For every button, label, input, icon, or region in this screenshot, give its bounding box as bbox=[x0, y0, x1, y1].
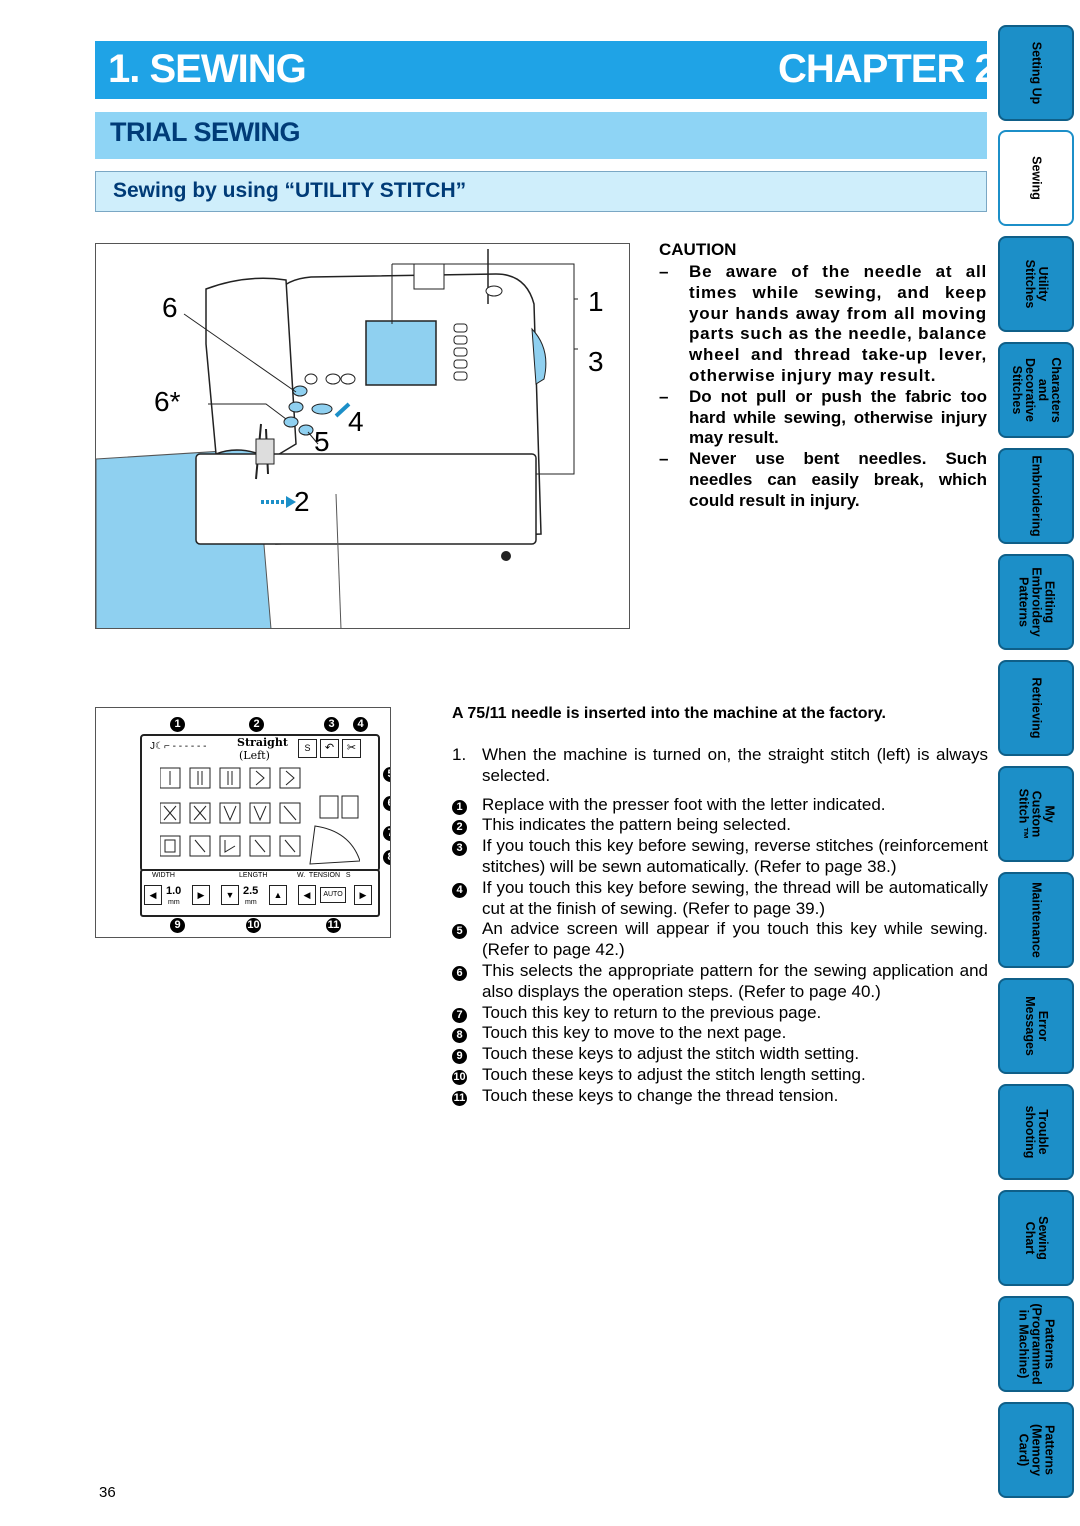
reinforce-icon[interactable]: ↶ bbox=[320, 739, 339, 758]
stitch-pattern-grid[interactable] bbox=[160, 766, 360, 866]
callout-2: 2 bbox=[294, 486, 310, 517]
tab-maintenance[interactable]: Maintenance bbox=[998, 872, 1074, 968]
width-value: 1.0 bbox=[166, 885, 182, 897]
width-label: WIDTH bbox=[152, 872, 175, 879]
chapter-header-bar bbox=[95, 41, 987, 99]
callout-5: 5 bbox=[314, 426, 330, 457]
presser-foot-icon: J☾⌐ - - - - - - bbox=[150, 741, 207, 752]
tab-characters[interactable]: Characters and Decorative Stitches bbox=[998, 342, 1074, 438]
length-value: 2.5 bbox=[243, 885, 259, 897]
width-decrease-button[interactable]: ◀ bbox=[144, 885, 162, 905]
section-title: Sewing by using “UTILITY STITCH” bbox=[113, 179, 467, 202]
marker-7: 7 bbox=[383, 826, 390, 841]
tab-error-messages[interactable]: Error Messages bbox=[998, 978, 1074, 1074]
tension-label: W. TENSION S bbox=[297, 872, 351, 879]
subheader-bar bbox=[95, 112, 987, 159]
scissors-icon[interactable]: ✂ bbox=[342, 739, 361, 758]
tab-retrieving[interactable]: Retrieving bbox=[998, 660, 1074, 756]
sewing-machine-drawing bbox=[96, 249, 578, 628]
callout-6-star: 6* bbox=[154, 386, 181, 417]
callout-6: 6 bbox=[162, 292, 178, 323]
marker-3: 3 bbox=[324, 717, 339, 732]
tab-utility-stitches[interactable]: Utility Stitches bbox=[998, 236, 1074, 332]
caution-list: –Be aware of the needle at all times whi… bbox=[659, 262, 987, 512]
tab-sewing[interactable]: Sewing bbox=[998, 130, 1074, 226]
instruction-list: 1.When the machine is turned on, the str… bbox=[452, 745, 988, 1107]
marker-9: 9 bbox=[170, 918, 185, 933]
length-unit: mm bbox=[245, 899, 257, 906]
caution-item: –Do not pull or push the fabric too hard… bbox=[659, 386, 987, 448]
width-increase-button[interactable]: ▶ bbox=[192, 885, 210, 905]
reverse-stitch-icon[interactable]: S bbox=[298, 739, 317, 758]
tab-patterns-card[interactable]: Patterns (Memory Card) bbox=[998, 1402, 1074, 1498]
chapter-section-title: 1. SEWING bbox=[108, 47, 307, 91]
tab-patterns-machine[interactable]: Patterns (Programmed in Machine) bbox=[998, 1296, 1074, 1392]
marker-8: 8 bbox=[383, 850, 390, 865]
length-decrease-button[interactable]: ▼ bbox=[221, 885, 239, 905]
tension-increase-button[interactable]: ▶ bbox=[354, 885, 372, 905]
marker-6: 6 bbox=[383, 796, 390, 811]
callout-1: 1 bbox=[588, 286, 604, 317]
marker-2: 2 bbox=[249, 717, 264, 732]
stitch-name-line1: Straight bbox=[237, 736, 288, 749]
caution-item: –Never use bent needles. Such needles ca… bbox=[659, 449, 987, 510]
width-unit: mm bbox=[168, 899, 180, 906]
callout-4: 4 bbox=[348, 406, 364, 437]
tab-troubleshooting[interactable]: Trouble shooting bbox=[998, 1084, 1074, 1180]
marker-1: 1 bbox=[170, 717, 185, 732]
length-label: LENGTH bbox=[239, 872, 268, 879]
marker-4: 4 bbox=[353, 717, 368, 732]
callout-3: 3 bbox=[588, 346, 604, 377]
lcd-screen-shape bbox=[365, 320, 437, 386]
tab-sewing-chart[interactable]: Sewing Chart bbox=[998, 1190, 1074, 1286]
page-title: TRIAL SEWING bbox=[110, 117, 301, 147]
sewing-machine-illustration: 6 6* 1 3 4 5 2 bbox=[95, 243, 630, 629]
lcd-screen-illustration: 1 2 3 4 J☾⌐ - - - - - - Straight (Left) … bbox=[95, 707, 391, 938]
marker-5: 5 bbox=[383, 767, 390, 782]
tab-editing-embroidery[interactable]: Editing Embroidery Patterns bbox=[998, 554, 1074, 650]
tension-auto-button[interactable]: AUTO bbox=[320, 887, 346, 903]
caution-title: CAUTION bbox=[659, 240, 737, 259]
step-item: 1.When the machine is turned on, the str… bbox=[452, 745, 988, 785]
tab-embroidering[interactable]: Embroidering bbox=[998, 448, 1074, 544]
page-number: 36 bbox=[99, 1484, 116, 1501]
marker-10: 10 bbox=[246, 918, 261, 933]
tension-decrease-button[interactable]: ◀ bbox=[298, 885, 316, 905]
stitch-selection-screen: J☾⌐ - - - - - - Straight (Left) S ↶ ✂ bbox=[140, 734, 380, 872]
caution-item: –Be aware of the needle at all times whi… bbox=[659, 262, 987, 385]
tab-my-custom-stitch[interactable]: My Custom Stitch ™ bbox=[998, 766, 1074, 862]
tab-setting-up[interactable]: Setting Up bbox=[998, 25, 1074, 121]
chapter-number: CHAPTER 2 bbox=[778, 47, 997, 91]
marker-11: 11 bbox=[326, 918, 341, 933]
setting-controls-strip: WIDTH LENGTH W. TENSION S ◀ 1.0 mm ▶ ▼ 2… bbox=[140, 869, 380, 917]
section-heading-box bbox=[95, 171, 987, 212]
needle-note: A 75/11 needle is inserted into the mach… bbox=[452, 705, 886, 722]
length-increase-button[interactable]: ▲ bbox=[269, 885, 287, 905]
stitch-name-line2: (Left) bbox=[239, 749, 270, 762]
